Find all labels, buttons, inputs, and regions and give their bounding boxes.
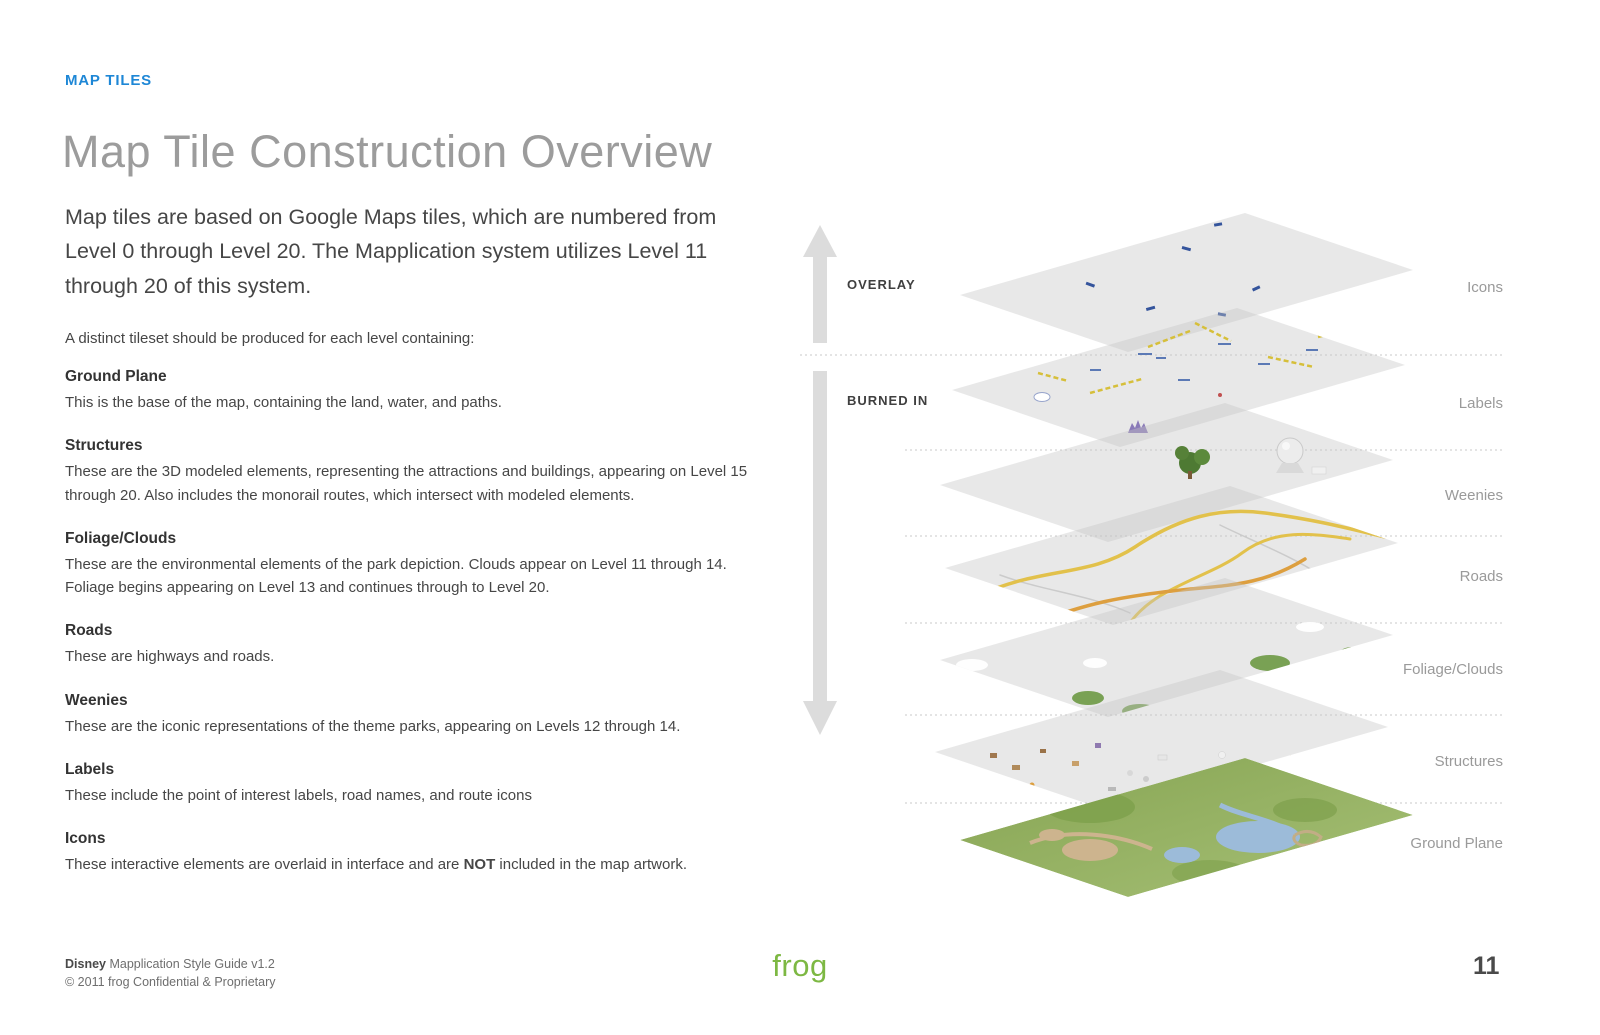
footer-guide-name: Mapplication Style Guide v1.2 <box>109 957 275 971</box>
section-body-text: included in the map artwork. <box>495 856 687 873</box>
subintro-paragraph: A distinct tileset should be produced fo… <box>65 330 475 347</box>
section-heading: Roads <box>65 622 113 640</box>
layer-plane-weenies <box>940 403 1393 542</box>
section-body: These are the iconic representations of … <box>65 717 681 735</box>
section-heading: Structures <box>65 437 143 455</box>
section-body: These include the point of interest labe… <box>65 786 532 804</box>
layer-label-ground-plane: Ground Plane <box>1410 835 1503 852</box>
layer-label-icons: Icons <box>1467 279 1503 296</box>
section-heading: Ground Plane <box>65 368 167 385</box>
section-heading: Foliage/Clouds <box>65 529 177 547</box>
layer-label-weenies: Weenies <box>1445 487 1503 504</box>
overlay-zone-label: OVERLAY <box>847 277 916 292</box>
section-structures: Structures These are the 3D modeled elem… <box>65 437 760 507</box>
tile-layer-exploded-diagram: OVERLAY BURNED IN <box>800 213 1505 897</box>
overlay-up-arrow <box>803 225 837 343</box>
section-labels: Labels These include the point of intere… <box>65 761 760 807</box>
section-ground-plane: Ground Plane This is the base of the map… <box>65 368 760 414</box>
section-eyebrow: MAP TILES <box>65 72 152 89</box>
intro-paragraph: Map tiles are based on Google Maps tiles… <box>65 205 717 298</box>
layer-label-foliage-clouds: Foliage/Clouds <box>1403 661 1503 678</box>
section-heading: Labels <box>65 760 115 778</box>
section-heading: Icons <box>65 830 106 847</box>
burned-in-down-arrow <box>803 371 837 735</box>
page-title: Map Tile Construction Overview <box>62 126 713 177</box>
footer-line-1: Disney Mapplication Style Guide v1.2 <box>65 955 275 973</box>
section-body-emphasis: NOT <box>463 856 496 873</box>
burned-in-zone-label: BURNED IN <box>847 393 928 408</box>
section-icons: Icons These interactive elements are ove… <box>65 830 760 876</box>
page-number: 11 <box>1473 952 1500 980</box>
layer-plane-roads <box>945 486 1398 625</box>
footer-credits: Disney Mapplication Style Guide v1.2 © 2… <box>65 955 275 991</box>
layer-label-structures: Structures <box>1435 753 1503 770</box>
section-body: These interactive elements are overlaid … <box>65 853 760 876</box>
section-body: These are the environmental elements of … <box>65 555 727 596</box>
frog-logo: frog <box>772 948 828 983</box>
layer-descriptions: Ground Plane This is the base of the map… <box>65 368 760 899</box>
section-weenies: Weenies These are the iconic representat… <box>65 692 760 738</box>
section-body: This is the base of the map, containing … <box>65 394 502 411</box>
section-body: These are highways and roads. <box>65 648 275 666</box>
section-heading: Weenies <box>65 691 128 709</box>
section-roads: Roads These are highways and roads. <box>65 622 760 668</box>
section-foliage-clouds: Foliage/Clouds These are the environment… <box>65 530 760 600</box>
section-body-text: These interactive elements are overlaid … <box>65 856 464 873</box>
layer-label-roads: Roads <box>1460 568 1503 585</box>
layer-label-labels: Labels <box>1459 395 1503 412</box>
section-body: These are the 3D modeled elements, repre… <box>65 463 748 504</box>
footer-brand: Disney <box>65 957 106 971</box>
footer-copyright: © 2011 frog Confidential & Proprietary <box>65 975 276 990</box>
